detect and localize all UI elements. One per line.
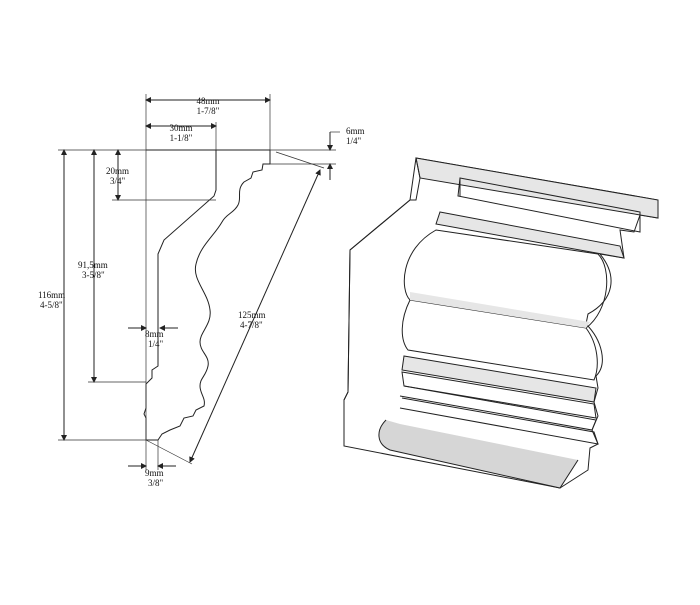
dim-6-imperial: 1/4" xyxy=(346,136,362,146)
profile-drawing: 48mm 1-7/8" 30mm 1-1/8" 6mm 1/4" 20mm 3/… xyxy=(38,94,365,488)
molding-3d-view xyxy=(343,157,659,489)
step-band xyxy=(457,177,641,233)
lower-bead-2 xyxy=(401,371,597,419)
dim-48-imperial: 1-7/8" xyxy=(197,106,220,116)
dim-9-metric: 9mm xyxy=(145,468,164,478)
lower-band xyxy=(399,385,597,431)
dim-30-metric: 30mm xyxy=(169,123,192,133)
dim-125-imperial: 4-7/8" xyxy=(240,320,263,330)
profile-outline xyxy=(143,149,271,441)
dim-20-imperial: 3/4" xyxy=(110,176,126,186)
cove xyxy=(401,299,598,381)
dim-8-imperial: 1/4" xyxy=(148,339,164,349)
bottom-cove xyxy=(378,419,579,489)
fillet xyxy=(399,397,599,445)
dim-116-imperial: 4-5/8" xyxy=(40,300,63,310)
dim-48-metric: 48mm xyxy=(196,96,219,106)
dim-91-imperial: 3-5/8" xyxy=(82,270,105,280)
dim-116-metric: 116mm xyxy=(38,290,65,300)
dim-125-metric: 125mm xyxy=(238,310,266,320)
end-profile-edge xyxy=(343,157,421,446)
dim-9-imperial: 3/8" xyxy=(148,478,164,488)
dim-91-metric: 91,5mm xyxy=(78,260,108,270)
lower-bead-1 xyxy=(401,355,597,403)
dim-8-metric: 8mm xyxy=(145,329,164,339)
dim-30-imperial: 1-1/8" xyxy=(170,133,193,143)
dim-20-metric: 20mm xyxy=(106,166,129,176)
dim-6-metric: 6mm xyxy=(346,126,365,136)
dim-line-125 xyxy=(189,169,321,463)
upper-bead xyxy=(435,211,625,259)
